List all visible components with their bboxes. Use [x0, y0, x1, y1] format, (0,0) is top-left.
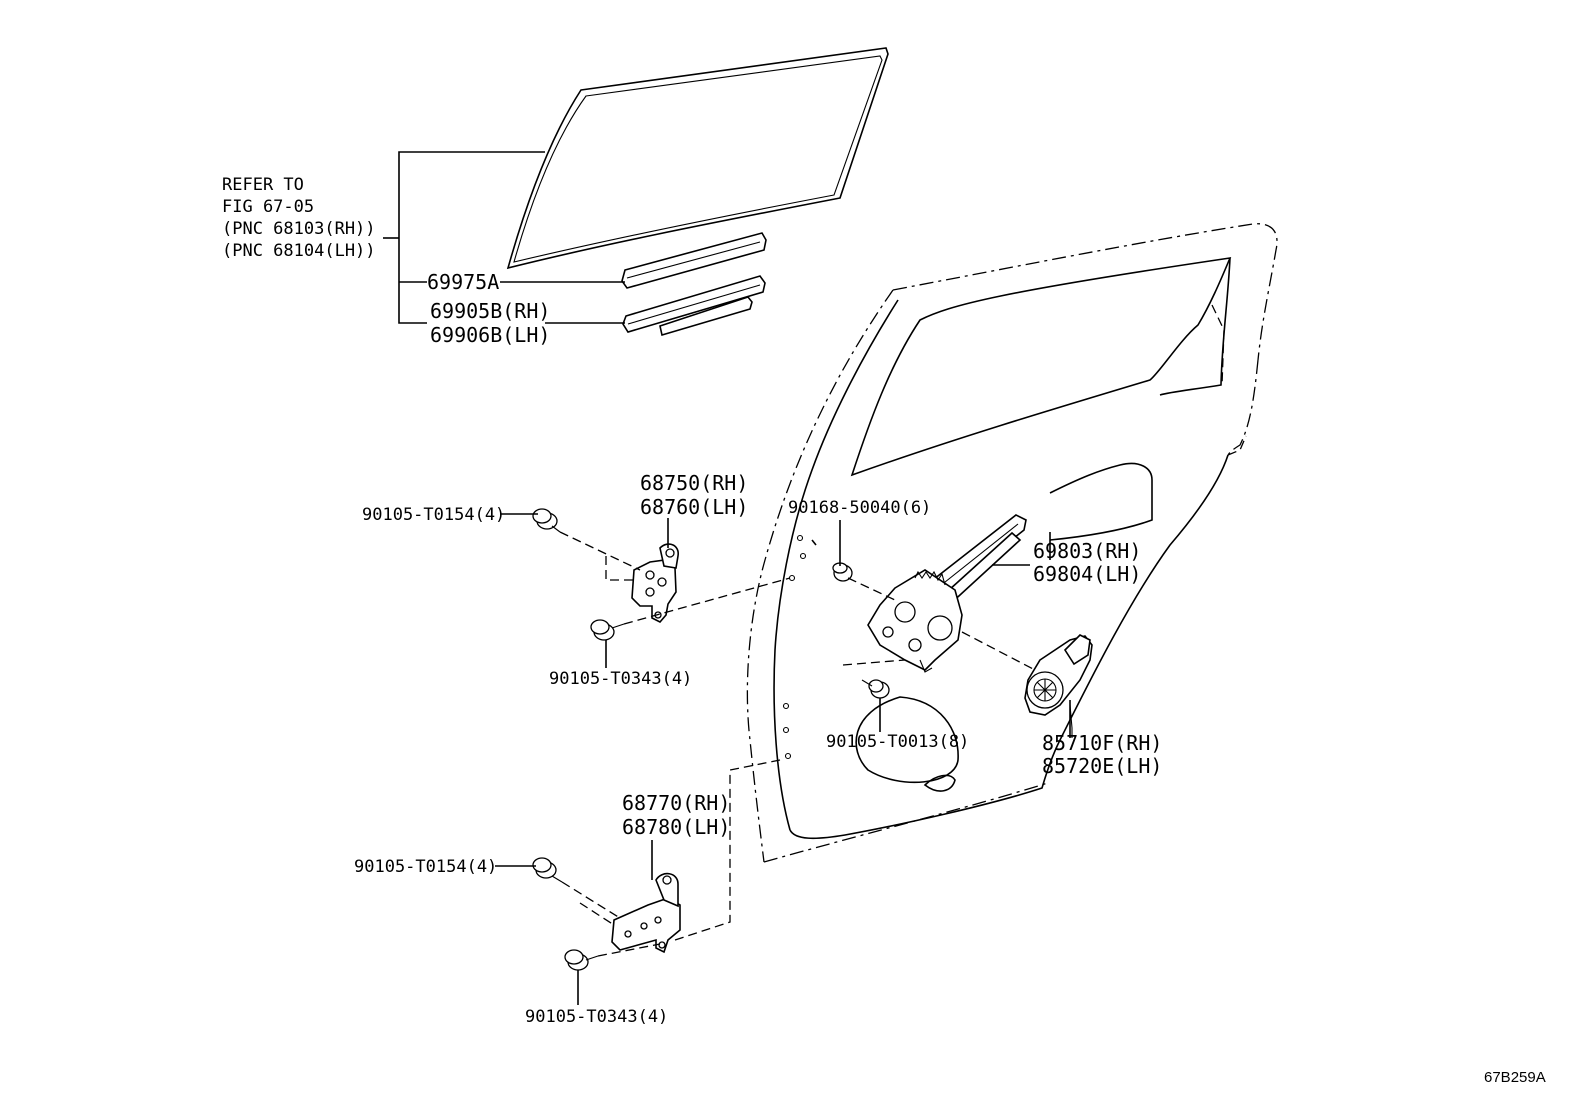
label-upper-hinge-bolt-bottom: 90105-T0343(4)	[549, 669, 692, 689]
bolt-lower-top	[532, 857, 563, 883]
assembly-lines	[559, 531, 1036, 957]
bolt-lower-bottom	[564, 949, 599, 971]
door-glass	[506, 47, 889, 270]
reference-note-line-1: REFER TO	[222, 175, 304, 195]
leader-bracket-glass	[383, 151, 625, 324]
glass-run-strip	[621, 232, 767, 289]
reference-note-line-3: (PNC 68103(RH))	[222, 219, 376, 239]
label-lower-hinge-rh: 68770(RH)	[622, 791, 730, 815]
label-upper-hinge-bolt-top: 90105-T0154(4)	[362, 505, 505, 525]
leader-lines	[495, 513, 1071, 1005]
label-regulator-bolt: 90105-T0013(8)	[826, 732, 969, 752]
bolt-upper-bottom	[590, 619, 625, 641]
label-weatherstrip-lh: 69906B(LH)	[430, 323, 550, 347]
label-lower-hinge-bolt-bottom: 90105-T0343(4)	[525, 1007, 668, 1027]
label-glass-run: 69975A	[427, 270, 499, 294]
label-lower-hinge-lh: 68780(LH)	[622, 815, 730, 839]
label-upper-hinge-lh: 68760(LH)	[640, 495, 748, 519]
lower-hinge	[611, 872, 681, 954]
label-regulator-nut: 90168-50040(6)	[788, 498, 931, 518]
reference-note: REFER TO FIG 67-05 (PNC 68103(RH)) (PNC …	[222, 175, 376, 261]
label-regulator-lh: 69804(LH)	[1033, 562, 1141, 586]
reference-note-line-2: FIG 67-05	[222, 197, 314, 217]
bolt-regulator	[861, 679, 890, 699]
regulator-motor	[1024, 634, 1093, 738]
label-motor-lh: 85720E(LH)	[1042, 754, 1162, 778]
reference-note-line-4: (PNC 68104(LH))	[222, 241, 376, 261]
label-upper-hinge-rh: 68750(RH)	[640, 471, 748, 495]
upper-hinge	[631, 543, 679, 623]
figure-code: 67B259A	[1484, 1069, 1546, 1086]
belt-weatherstrip	[622, 275, 766, 337]
label-regulator-rh: 69803(RH)	[1033, 539, 1141, 563]
nut-regulator	[832, 562, 853, 582]
window-regulator	[867, 514, 1027, 673]
label-motor-rh: 85710F(RH)	[1042, 731, 1162, 755]
label-weatherstrip-rh: 69905B(RH)	[430, 299, 550, 323]
bolt-upper-top	[532, 508, 561, 533]
label-lower-hinge-bolt-top: 90105-T0154(4)	[354, 857, 497, 877]
